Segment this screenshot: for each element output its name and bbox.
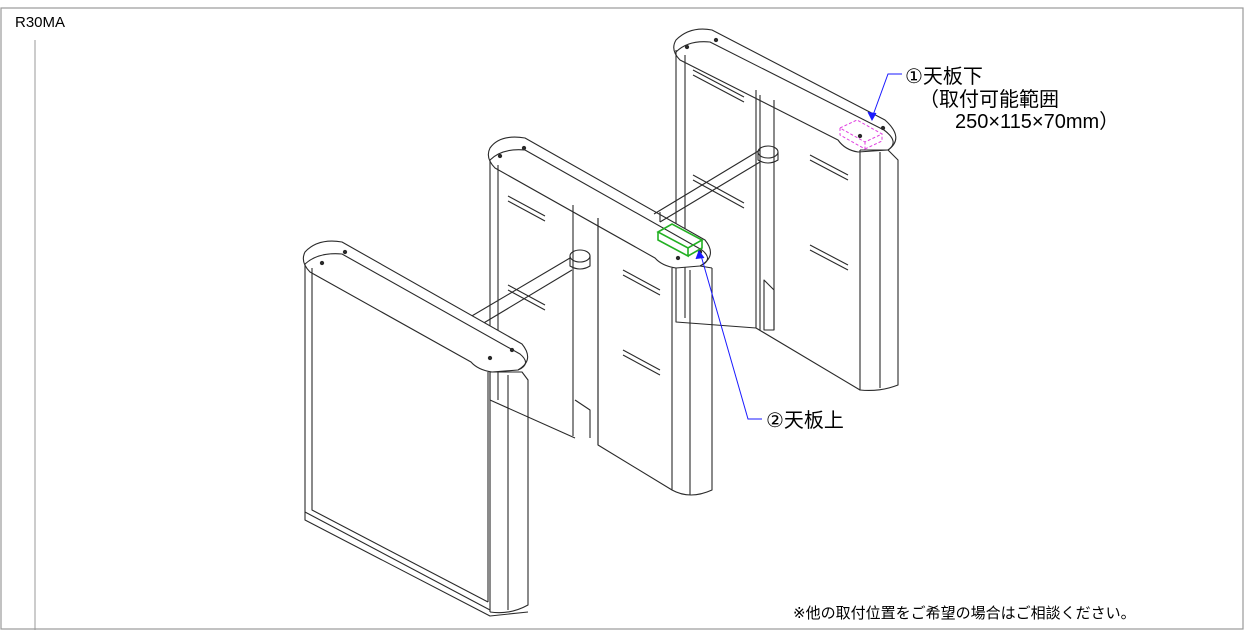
footnote: ※他の取付位置をご希望の場合はご相談ください。	[793, 604, 1136, 622]
callout-on-top: ②天板上	[766, 408, 844, 432]
leader-under-top	[867, 73, 902, 122]
callout-under-top-line3: 250×115×70mm）	[955, 111, 1120, 133]
leader-on-top	[695, 249, 762, 420]
frame-border	[0, 7, 1244, 630]
callout-under-top-line2: （取付可能範囲	[919, 87, 1059, 111]
callout-under-top-line1: ①天板下	[905, 64, 983, 88]
middle-cabinet	[487, 136, 779, 496]
model-label: R30MA	[15, 14, 66, 31]
front-cabinet	[302, 240, 591, 617]
callout-under-top: ①天板下 （取付可能範囲 250×115×70mm）	[905, 65, 1119, 134]
back-cabinet	[673, 28, 899, 391]
mount-box-under-top	[838, 119, 884, 150]
mount-box-on-top	[656, 223, 704, 258]
